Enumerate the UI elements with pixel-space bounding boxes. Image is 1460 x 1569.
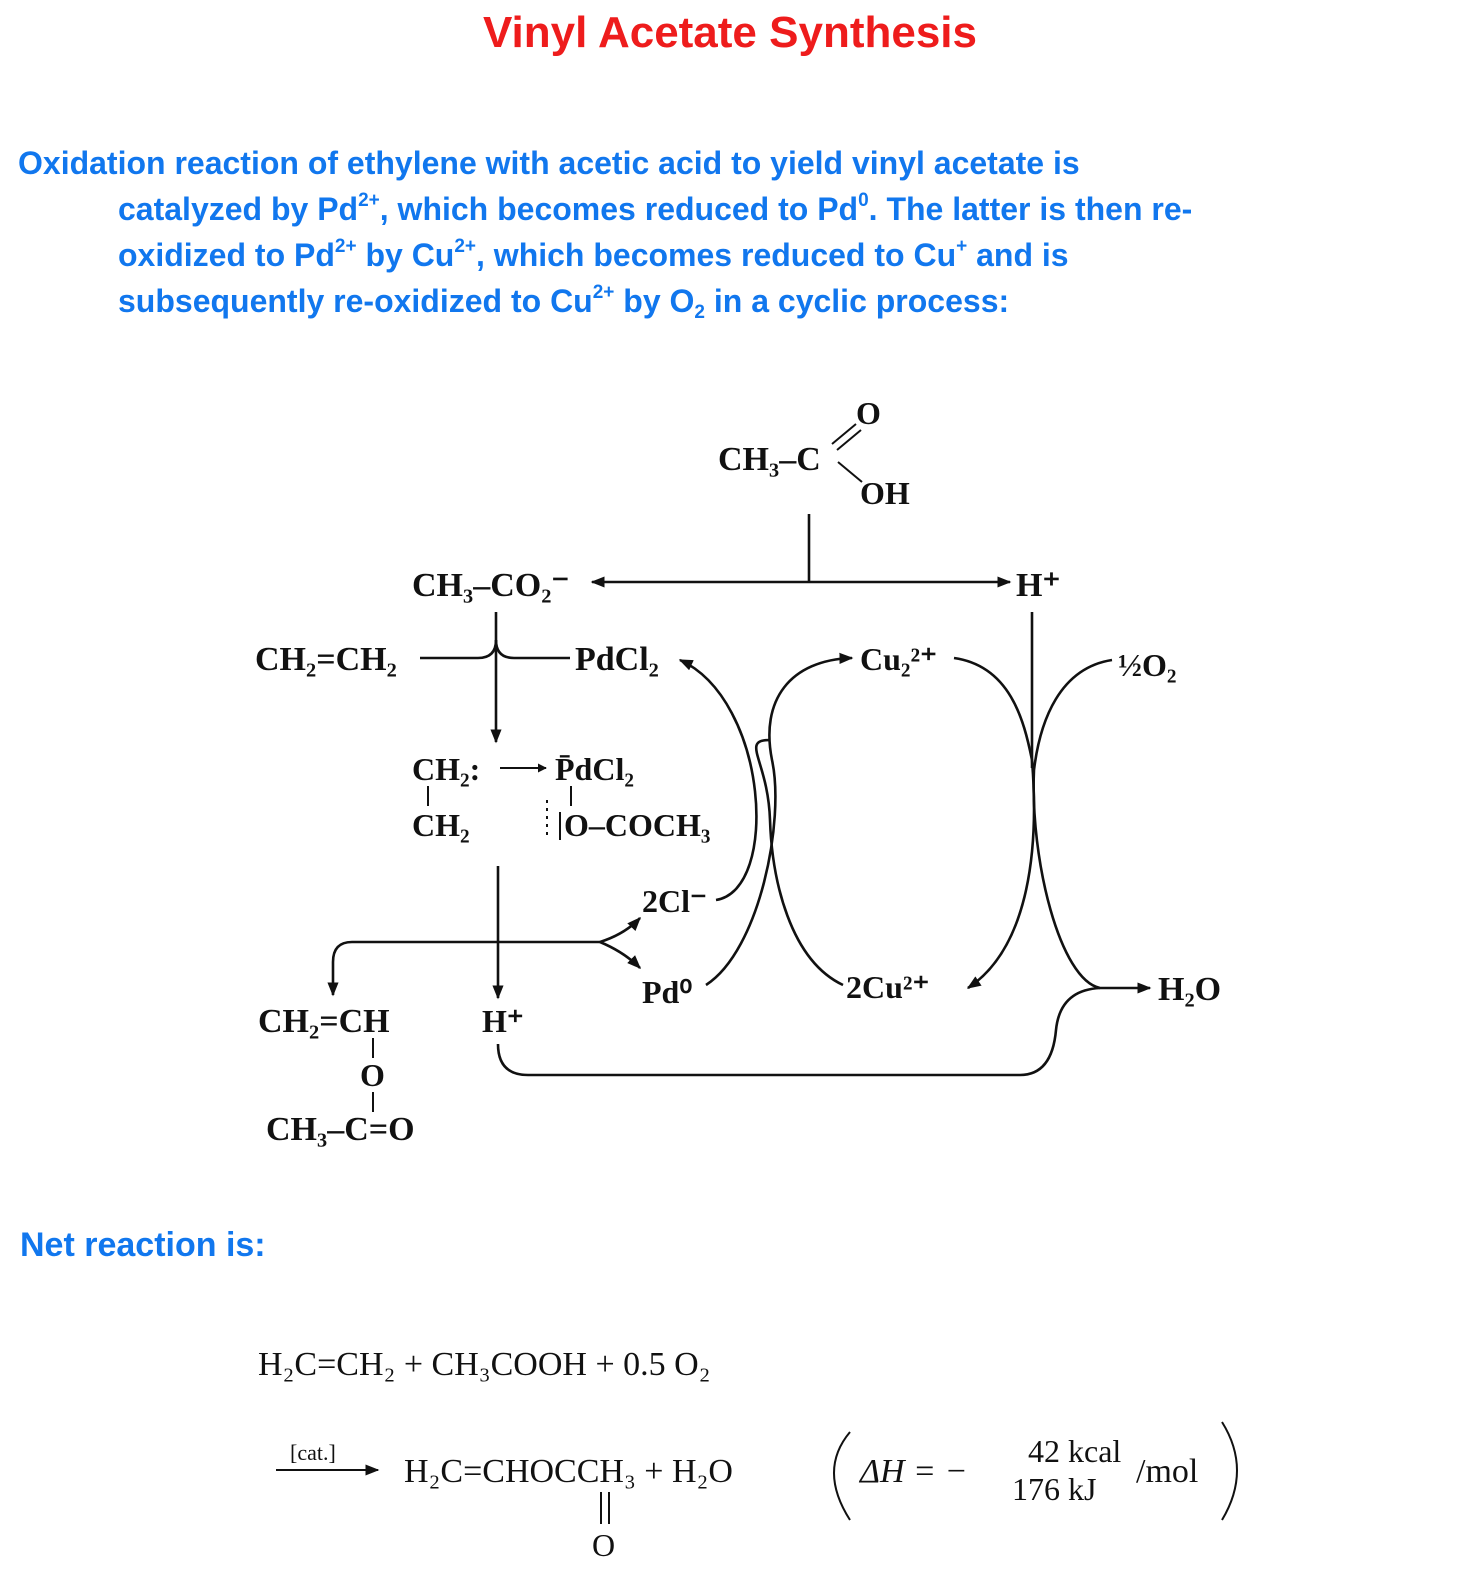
ethylene-join (420, 639, 498, 660)
water-product: H₂O (1158, 971, 1221, 1008)
net-products: H₂C=CHOCCH₃ + H₂O (404, 1453, 733, 1490)
intro-line-4: subsequently re-oxidized to Cu2+ by O2 i… (18, 278, 1458, 324)
intro-text: catalyzed by Pd (118, 191, 359, 227)
vinyl-acetate-ester-o: O (360, 1057, 385, 1093)
intro-text: by Cu (356, 237, 455, 273)
double-bond-line (836, 429, 862, 451)
intro-text: oxidized to Pd (118, 237, 335, 273)
double-bond-line (831, 423, 857, 445)
enthalpy-label: ΔH = − (858, 1453, 967, 1490)
cycle-curve-to-water (1032, 658, 1152, 994)
intro-text: . The latter is then re- (868, 191, 1193, 227)
acetic-acid-carbonyl-o: O (856, 395, 881, 431)
acetic-acid-ch3c: CH₃–C (718, 441, 821, 478)
left-paren (833, 1431, 851, 1521)
half-oxygen: ½O₂ (1118, 647, 1176, 683)
cu2-top: Cu₂²⁺ (860, 641, 937, 677)
arrow-to-vinyl-acetate (327, 940, 600, 997)
superscript: 2+ (592, 282, 615, 303)
intro-paragraph: Oxidation reaction of ethylene with acet… (18, 140, 1458, 324)
cycle-curve-to-cu-bottom (953, 656, 1036, 990)
vinyl-acetate-top: CH₂=CH (258, 1003, 390, 1040)
acetate-ion: CH₃–CO₂⁻ (412, 567, 569, 604)
carbonyl-oxygen: O (592, 1527, 615, 1563)
ethylene: CH₂=CH₂ (255, 641, 397, 678)
intro-text: by O (614, 283, 695, 319)
complex-ch2-top: CH₂: (412, 751, 480, 787)
page-title: Vinyl Acetate Synthesis (483, 8, 977, 57)
right-paren (1221, 1421, 1238, 1521)
single-bond-line (837, 461, 863, 483)
subscript: 2 (694, 302, 705, 323)
intro-text: in a cyclic process: (704, 283, 1010, 319)
cu2-bottom: 2Cu²⁺ (846, 969, 929, 1005)
cycle-curve-cu-left (754, 738, 844, 987)
arrow-to-pd0 (599, 940, 641, 969)
catalyst-label: [cat.] (290, 1440, 336, 1465)
h-plus-top: H⁺ (1016, 567, 1060, 604)
vinyl-acetate-bottom: CH₃–C=O (266, 1111, 415, 1148)
intro-text: , which becomes reduced to Cu (476, 237, 957, 273)
intro-text: Oxidation reaction of ethylene with acet… (18, 145, 1080, 181)
cycle-curve-to-cu-top (705, 652, 854, 987)
enthalpy-kcal: 42 kcal (1028, 1433, 1121, 1469)
arrow-to-chloride (599, 916, 641, 944)
intro-text: , which becomes reduced to Pd (379, 191, 859, 227)
chloride-ions: 2Cl⁻ (642, 883, 707, 919)
superscript: 2+ (358, 190, 380, 211)
palladium-zero: Pd⁰ (642, 974, 692, 1010)
per-mol: /mol (1136, 1453, 1198, 1490)
intro-line-2: catalyzed by Pd2+, which becomes reduced… (18, 186, 1458, 232)
h-plus-bottom: H⁺ (482, 1003, 524, 1039)
cycle-curve-to-pdcl2 (678, 658, 758, 902)
complex-ch2-bottom: CH₂ (412, 807, 470, 843)
superscript: 2+ (334, 236, 357, 257)
complex-ococh3: O–COCH₃ (564, 807, 710, 843)
enthalpy-kj: 176 kJ (1012, 1471, 1096, 1507)
intro-text: and is (967, 237, 1069, 273)
pdcl2: PdCl₂ (575, 641, 659, 678)
acetic-acid-oh: OH (860, 475, 910, 511)
intro-line-1: Oxidation reaction of ethylene with acet… (18, 140, 1458, 186)
pdcl2-join (494, 639, 570, 660)
superscript: 0 (858, 190, 869, 211)
complex-pdcl2: P̄dCl₂ (555, 751, 634, 787)
intro-text: subsequently re-oxidized to Cu (118, 283, 593, 319)
superscript: 2+ (454, 236, 477, 257)
net-reactants: H₂C=CH₂ + CH₃COOH + 0.5 O₂ (258, 1346, 711, 1383)
net-reaction-label: Net reaction is: (20, 1226, 266, 1264)
h-plus-return-loop (496, 986, 1101, 1077)
intro-line-3: oxidized to Pd2+ by Cu2+, which becomes … (18, 232, 1458, 278)
superscript: + (956, 236, 968, 257)
